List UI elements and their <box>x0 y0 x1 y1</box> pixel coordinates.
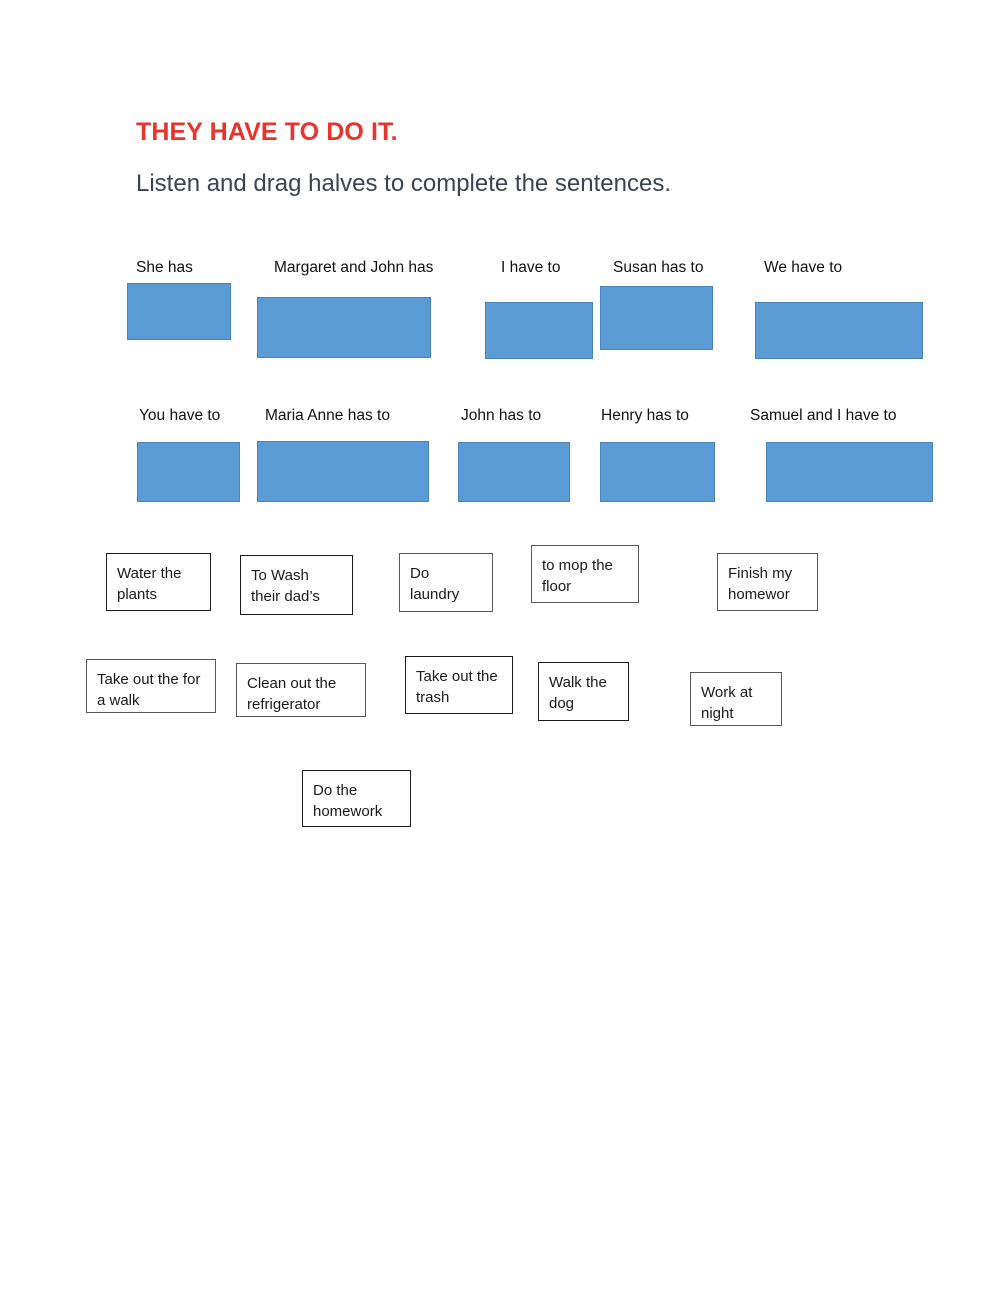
draggable-answer-card[interactable]: to mop the floor <box>531 545 639 603</box>
answer-drop-zone[interactable] <box>137 442 240 502</box>
instructions-text: Listen and drag halves to complete the s… <box>136 170 672 197</box>
answer-drop-zone[interactable] <box>257 441 429 502</box>
draggable-answer-card[interactable]: Take out the for a walk <box>86 659 216 713</box>
draggable-answer-card[interactable]: Do the homework <box>302 770 411 827</box>
draggable-answer-card[interactable]: Do laundry <box>399 553 493 612</box>
prompt-label: Susan has to <box>613 259 704 276</box>
draggable-answer-card[interactable]: Water the plants <box>106 553 211 611</box>
draggable-answer-card[interactable]: Take out the trash <box>405 656 513 714</box>
prompt-label: John has to <box>461 407 542 424</box>
answer-drop-zone[interactable] <box>766 442 933 502</box>
answer-drop-zone[interactable] <box>600 286 713 350</box>
prompt-label: Henry has to <box>601 407 689 424</box>
prompt-label: Margaret and John has <box>274 259 434 276</box>
prompt-label: I have to <box>501 259 561 276</box>
draggable-answer-card[interactable]: Walk the dog <box>538 662 629 721</box>
prompt-label: Maria Anne has to <box>265 407 390 424</box>
answer-drop-zone[interactable] <box>458 442 570 502</box>
answer-drop-zone[interactable] <box>755 302 923 359</box>
prompt-label: She has <box>136 259 193 276</box>
draggable-answer-card[interactable]: Work at night <box>690 672 782 726</box>
prompt-label: We have to <box>764 259 843 276</box>
prompt-label: You have to <box>139 407 221 424</box>
draggable-answer-card[interactable]: Clean out the refrigerator <box>236 663 366 717</box>
prompt-label: Samuel and I have to <box>750 407 897 424</box>
draggable-answer-card[interactable]: To Wash their dad’s <box>240 555 353 615</box>
answer-drop-zone[interactable] <box>127 283 231 340</box>
answer-drop-zone[interactable] <box>485 302 593 359</box>
answer-drop-zone[interactable] <box>257 297 431 358</box>
page-title: THEY HAVE TO DO IT. <box>136 118 398 146</box>
draggable-answer-card[interactable]: Finish my homewor <box>717 553 818 611</box>
answer-drop-zone[interactable] <box>600 442 715 502</box>
